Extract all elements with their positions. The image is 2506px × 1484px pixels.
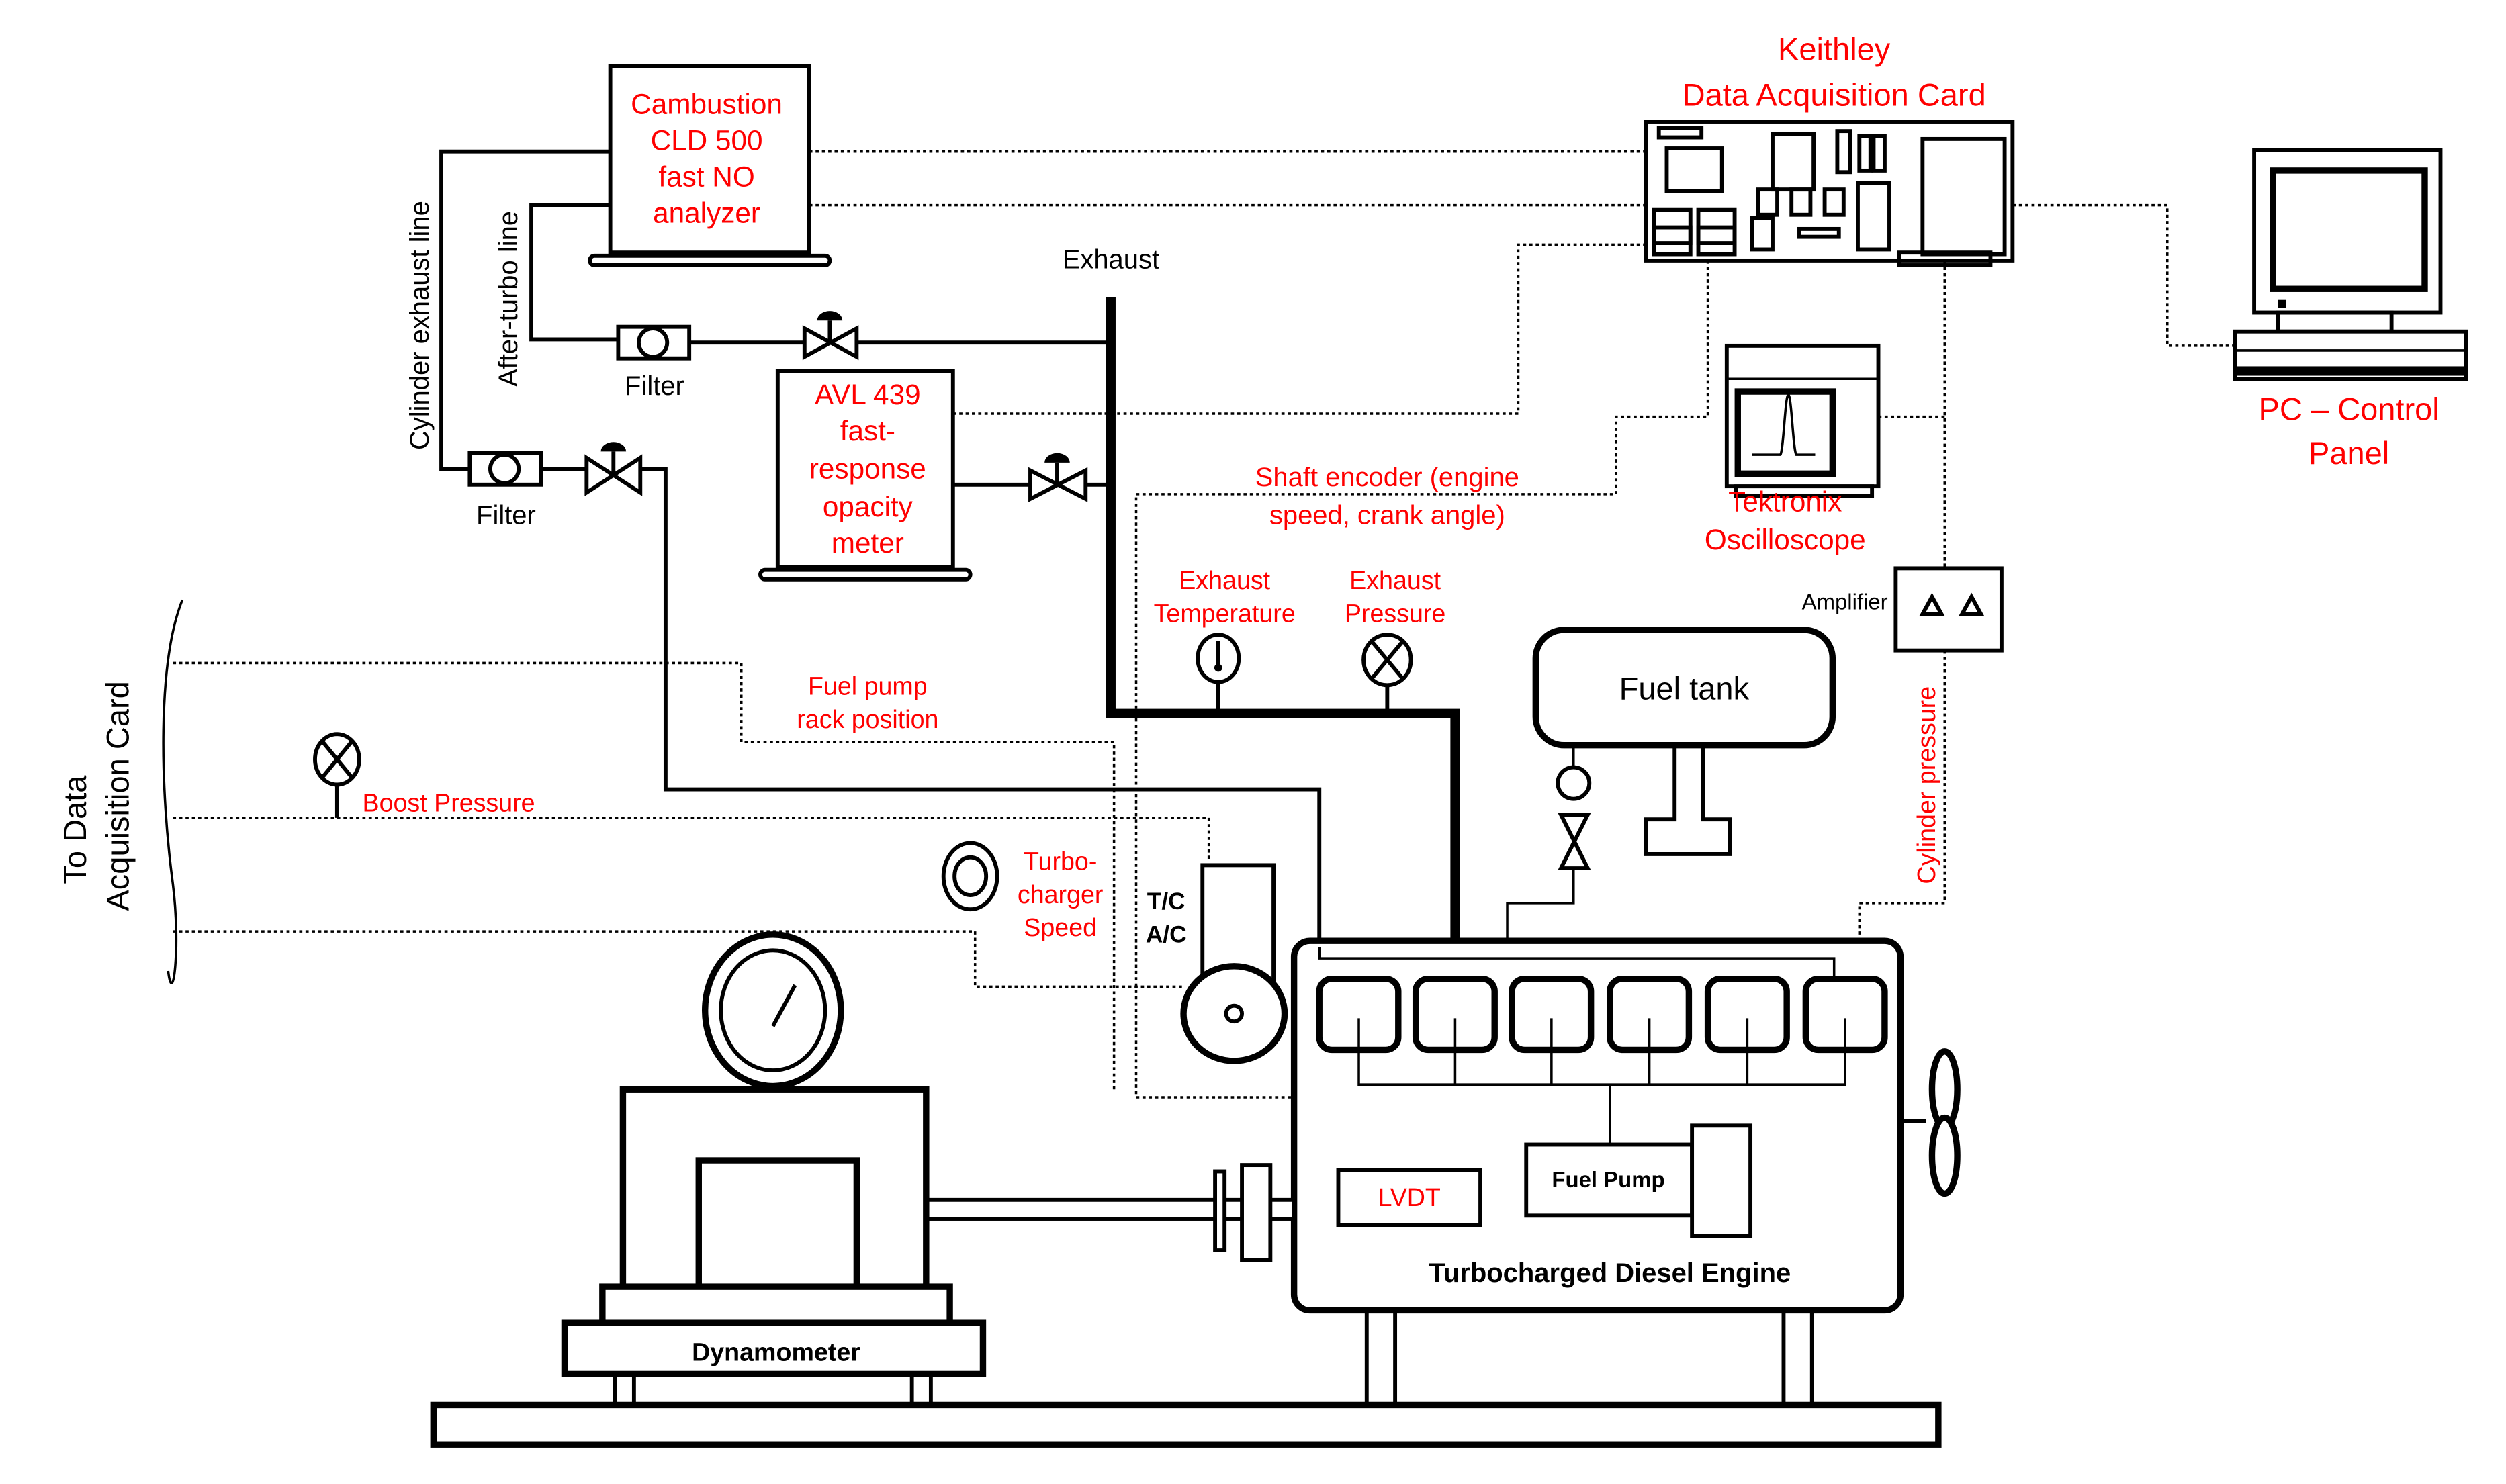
turbocharger-icon — [1180, 863, 1288, 1064]
dynamometer-label: Dynamometer — [692, 1338, 860, 1366]
drive-shaft — [916, 1197, 1296, 1221]
signal-boost-pressure — [173, 817, 1210, 861]
shaft-encoder-label-2: speed, crank angle) — [1269, 501, 1505, 530]
signal-opacity — [952, 243, 1646, 415]
signal-cylinder-sensor — [1858, 650, 1946, 964]
avl-label-1: AVL 439 — [815, 379, 921, 410]
lvdt-sensor — [1336, 1168, 1482, 1227]
shaft-encoder-icon — [1240, 1163, 1273, 1262]
fuel-tank-label: Fuel tank — [1619, 671, 1750, 706]
fuel-pump-label: Fuel Pump — [1552, 1167, 1664, 1192]
cylinder-pressure-label: Cylinder pressure — [1912, 686, 1940, 884]
pc-label-1: PC – Control — [2259, 391, 2440, 426]
cambustion-label-4: analyzer — [653, 197, 760, 229]
cambustion-label-3: fast NO — [658, 160, 754, 192]
filter-label-1: Filter — [625, 371, 684, 401]
pressure-gauge-icon — [1361, 633, 1413, 714]
lvdt-label: LVDT — [1378, 1183, 1441, 1211]
amplifier-icon — [1893, 566, 2004, 653]
exhaust-pressure-label-1: Exhaust — [1349, 566, 1441, 594]
thermometer-icon — [1196, 633, 1241, 714]
exhaust-temp-label-2: Temperature — [1154, 599, 1296, 627]
tektronix-label-2: Oscilloscope — [1705, 524, 1866, 555]
daq-bracket — [162, 599, 184, 984]
fuel-pump-rack-label-2: rack position — [797, 705, 938, 733]
fuel-tank — [1532, 627, 1836, 856]
cambustion-label-1: Cambustion — [631, 88, 782, 120]
ac-label: A/C — [1146, 922, 1187, 948]
avl-label-3: response — [809, 453, 926, 484]
exhaust-temp-label-1: Exhaust — [1179, 566, 1270, 594]
after-turbo-line — [529, 203, 620, 342]
avl-label-2: fast- — [840, 415, 895, 447]
oscilloscope-icon — [1724, 343, 1881, 498]
turbo-speed-label-1: Turbo- — [1024, 847, 1097, 875]
cylinder-exhaust-line — [439, 149, 611, 471]
exhaust-label: Exhaust — [1063, 245, 1159, 275]
engine-label: Turbocharged Diesel Engine — [1429, 1258, 1791, 1288]
fuel-pump — [1524, 1123, 1753, 1238]
engine-cylinders — [1316, 975, 1888, 1054]
filter-label-2: Filter — [476, 501, 536, 530]
to-daq-label-1: To Data — [57, 775, 93, 884]
valve-icon — [802, 311, 859, 361]
to-daq-label-2: Acquisition Card — [100, 681, 136, 911]
valve-icon — [584, 442, 643, 496]
amplifier-label: Amplifier — [1802, 590, 1888, 614]
turbo-speed-label-3: Speed — [1024, 913, 1097, 941]
boost-pressure-label: Boost Pressure — [362, 788, 535, 817]
fuel-injectors — [1357, 1018, 1846, 1145]
filter-icon — [616, 324, 692, 361]
cylinder-sample-pipe — [640, 467, 1322, 947]
cambustion-label-2: CLD 500 — [651, 124, 763, 156]
boost-pressure-gauge-icon — [313, 732, 361, 818]
signal-turbo-speed — [173, 930, 1184, 988]
keithley-label-1: Keithley — [1778, 31, 1891, 66]
tektronix-label-1: Tektronix — [1728, 486, 1842, 518]
daq-card-icon — [1644, 120, 2015, 267]
exhaust-pressure-label-2: Pressure — [1345, 599, 1445, 627]
test-bed-base — [430, 1401, 1942, 1448]
turbo-speed-label-2: charger — [1018, 880, 1104, 909]
pc-computer-icon — [2233, 148, 2468, 381]
signal-daq-pc — [2012, 203, 2235, 347]
keithley-label-2: Data Acquisition Card — [1683, 77, 1986, 113]
avl-opacity-meter: AVL 439 fast- response opacity meter — [758, 369, 973, 582]
fuel-pump-rack-label-1: Fuel pump — [808, 671, 928, 700]
turbo-speed-sensor-icon — [941, 841, 999, 912]
shaft-encoder-label-1: Shaft encoder (engine — [1255, 463, 1519, 492]
fuel-valve-icon — [1558, 813, 1591, 871]
signal-rack-position — [173, 661, 1116, 1090]
avl-label-4: opacity — [823, 491, 913, 522]
exhaust-pipe — [1106, 297, 1460, 944]
pc-label-2: Panel — [2309, 435, 2389, 471]
cooling-fan-icon — [1900, 1048, 1961, 1197]
valve-icon — [1028, 453, 1088, 502]
tc-label: T/C — [1147, 888, 1185, 915]
cylinder-exhaust-label: Cylinder exhaust line — [405, 201, 435, 450]
after-turbo-label: After-turbo line — [494, 211, 523, 387]
cambustion-analyzer: Cambustion CLD 500 fast NO analyzer — [588, 64, 832, 267]
dynamometer — [561, 931, 987, 1377]
avl-label-5: meter — [832, 527, 904, 559]
filter-icon — [467, 451, 543, 487]
